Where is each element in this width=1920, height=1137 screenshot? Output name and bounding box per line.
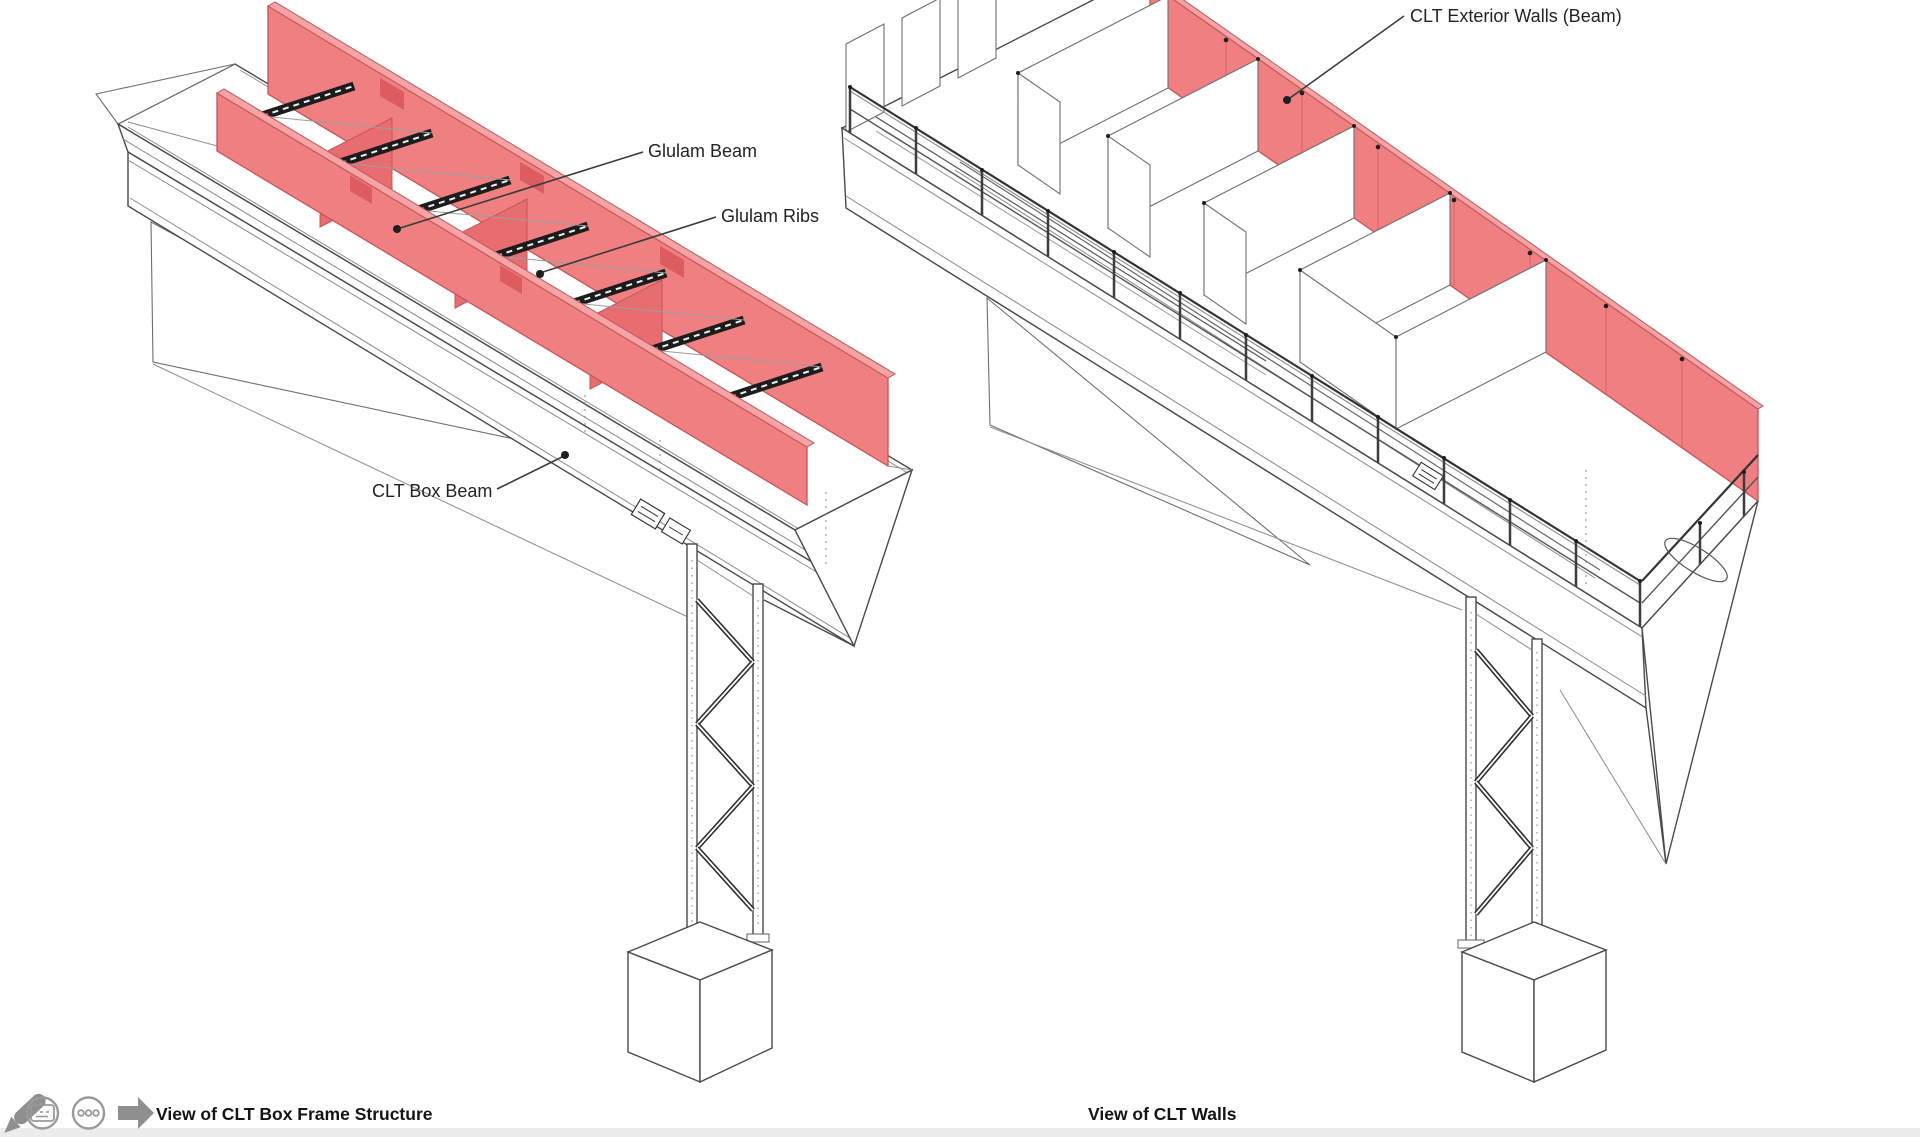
label-glulam-beam: Glulam Beam [648, 141, 757, 161]
inner-railing [875, 116, 1267, 376]
glulam-beam-far [267, 1, 896, 468]
annotation-glulam-ribs: Glulam Ribs [536, 206, 819, 278]
annotation-clt-exterior-walls: CLT Exterior Walls (Beam) [1283, 6, 1622, 104]
leader-dot [536, 270, 544, 278]
front-guardrail [848, 85, 1759, 627]
connector-plate [1411, 461, 1445, 491]
annotation-clt-box-beam: CLT Box Beam [372, 451, 569, 501]
leader-dot [561, 451, 569, 459]
deck-oval-mark [1664, 537, 1728, 583]
leader-dot [393, 225, 401, 233]
concrete-plinth-right [1460, 921, 1608, 1084]
annotation-glulam-beam: Glulam Beam [393, 141, 757, 233]
glulam-beam-near [216, 88, 815, 507]
ellipsis-icon[interactable] [71, 1096, 106, 1130]
clt-exterior-wall [1149, 0, 1764, 503]
right-figure-clt-walls: CLT Exterior Walls (Beam) [840, 0, 1764, 1084]
label-clt-exterior-walls: CLT Exterior Walls (Beam) [1410, 6, 1622, 26]
interior-partitions [1016, 0, 1548, 431]
left-figure-clt-box-frame: Glulam Beam Glulam Ribs CLT Box Beam [95, 1, 914, 1084]
left-caption: View of CLT Box Frame Structure [156, 1104, 433, 1124]
right-caption: View of CLT Walls [1088, 1104, 1237, 1124]
concrete-plinth-left [626, 921, 774, 1084]
frame-prow [584, 395, 914, 648]
connector-plate [660, 517, 692, 545]
railing-posts [848, 85, 1642, 627]
glulam-ribs-group [260, 81, 824, 402]
keyboard-icon[interactable] [25, 1096, 60, 1130]
truss-column-left [680, 543, 770, 943]
bottom-strip [0, 1128, 1920, 1137]
truss-column-right [1457, 596, 1551, 949]
side-wedge-panel [986, 296, 1463, 611]
structure-prow [1559, 470, 1759, 865]
leader-dot [1283, 96, 1291, 104]
label-clt-box-beam: CLT Box Beam [372, 481, 492, 501]
arrow-icon [118, 1097, 154, 1129]
annotation-toolbar [0, 1091, 154, 1137]
label-glulam-ribs: Glulam Ribs [721, 206, 819, 226]
connector-plate [630, 498, 666, 530]
pencil-icon[interactable] [0, 1091, 49, 1137]
